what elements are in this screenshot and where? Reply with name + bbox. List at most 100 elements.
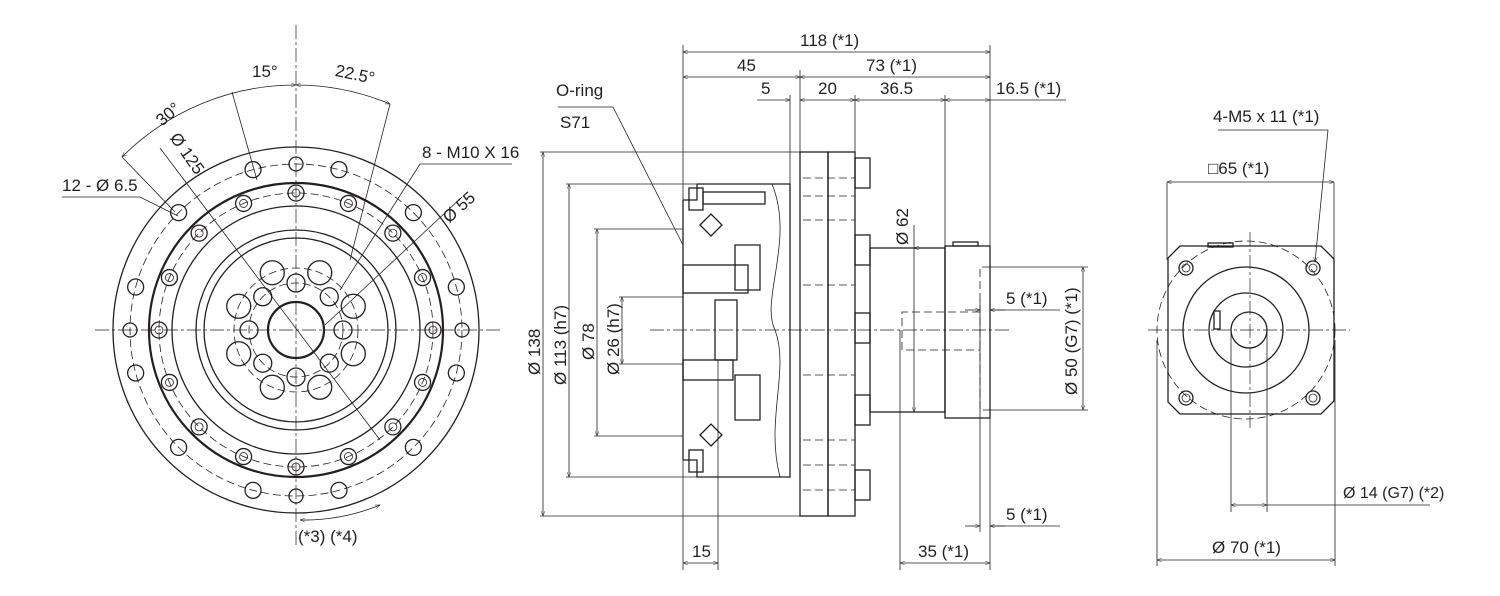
angle-15-label: 15° xyxy=(252,62,278,81)
pcd-55-hole xyxy=(239,320,259,340)
bore-14-label: Ø 14 (G7) (*2) xyxy=(1343,485,1444,502)
mounting-hole xyxy=(447,278,465,296)
length-35-label: 35 (*1) xyxy=(918,542,969,561)
mounting-hole xyxy=(447,364,465,382)
note-arc xyxy=(299,504,381,523)
oring-size-label: S71 xyxy=(560,113,590,132)
output-hole xyxy=(307,374,333,400)
length-45-label: 45 xyxy=(737,56,756,75)
depth-5-bottom-label: 5 (*1) xyxy=(1006,505,1048,524)
front-holes xyxy=(122,156,470,504)
tapped-hole xyxy=(234,447,253,466)
length-20-label: 20 xyxy=(818,79,837,98)
output-hole xyxy=(226,293,252,319)
tapped-hole xyxy=(194,422,204,432)
tapped-hole xyxy=(384,224,402,242)
screws-label: 4-M5 x 11 (*1) xyxy=(1213,107,1319,126)
inner-ring-1 xyxy=(171,205,421,455)
output-hole xyxy=(340,293,366,319)
holes-12-label: 12 - Ø 6.5 xyxy=(62,176,138,195)
tapped-hole-circle xyxy=(158,192,434,468)
angle-22-5-label: 22.5° xyxy=(334,61,377,88)
tapped-hole xyxy=(287,184,305,202)
tapped-hole xyxy=(339,447,358,466)
oring-label: O-ring xyxy=(556,81,603,100)
front-view: 15° 22.5° 30° Ø 125 12 - Ø 6.5 8 - M10 X… xyxy=(62,25,519,546)
angle-ref-line-22 xyxy=(349,103,391,261)
tapped-hole xyxy=(239,452,248,461)
length-73-label: 73 (*1) xyxy=(866,56,917,75)
pcd-55-hole xyxy=(333,320,353,340)
pcd-55-leader xyxy=(324,196,463,326)
tapped-hole xyxy=(413,373,432,392)
clamp-slot xyxy=(1213,310,1221,330)
motor-adapter xyxy=(901,241,991,419)
tapped-hole xyxy=(384,418,402,436)
output-hole xyxy=(307,260,333,286)
tapped-hole xyxy=(165,273,174,282)
output-hole xyxy=(226,341,252,367)
motor-flange-view: 4-M5 x 11 (*1) □65 (*1) Ø 14 (G7) (*2) Ø… xyxy=(1148,107,1444,566)
pcd-55-hole xyxy=(286,367,306,387)
holes-12-leader xyxy=(62,196,179,217)
overall-length-label: 118 (*1) xyxy=(800,31,859,50)
dia-138-label: Ø 138 xyxy=(525,329,544,375)
angle-30-label: 30° xyxy=(152,99,184,130)
motor-screw-hole xyxy=(1305,260,1321,276)
tapped-hole xyxy=(413,268,432,287)
pcd-55-label: Ø 55 xyxy=(439,188,479,227)
screws-leader xyxy=(1313,129,1329,263)
tapped-hole xyxy=(424,321,442,339)
pcd-55-hole xyxy=(319,287,339,307)
mounting-hole xyxy=(454,322,470,338)
tapped-hole xyxy=(239,199,248,208)
tapped-hole xyxy=(154,325,164,335)
flange-key xyxy=(1207,242,1234,248)
tapped-hole xyxy=(418,378,427,387)
pcd-55-hole xyxy=(286,273,306,293)
inner-hole-circle xyxy=(233,267,359,393)
pilot-circle xyxy=(1182,266,1310,394)
motor-screw-hole xyxy=(1305,390,1321,406)
motor-screw-hole xyxy=(1181,393,1191,403)
mounting-hole xyxy=(404,438,423,457)
pcd-55-circle xyxy=(248,282,344,378)
tapped-hole xyxy=(150,321,168,339)
tapped-hole xyxy=(344,452,353,461)
length-5-label: 5 xyxy=(761,79,770,98)
tapped-hole xyxy=(234,194,253,213)
pcd-70-circle xyxy=(1156,240,1336,420)
break-line xyxy=(770,183,781,478)
motor-holes xyxy=(1178,260,1321,406)
mounting-hole xyxy=(127,364,145,382)
inner-ring-3 xyxy=(203,237,389,423)
tapped-hole xyxy=(388,422,398,432)
tapped-hole xyxy=(418,273,427,282)
mounting-hole xyxy=(122,322,138,338)
dia-62-label: Ø 62 xyxy=(893,208,912,245)
thick-ring xyxy=(147,181,445,479)
motor-screw-hole xyxy=(1308,393,1318,403)
dia-70-label: Ø 70 (*1) xyxy=(1212,538,1281,557)
tapped-hole xyxy=(344,199,353,208)
output-hole xyxy=(259,374,285,400)
tapped-holes-label: 8 - M10 X 16 xyxy=(422,143,519,162)
tapped-hole xyxy=(194,228,204,238)
pcd-55-hole xyxy=(253,353,273,373)
tapped-hole xyxy=(291,462,301,472)
output-hole xyxy=(340,341,366,367)
tapped-hole xyxy=(388,228,398,238)
tapped-hole xyxy=(160,268,179,287)
mounting-hole xyxy=(404,203,423,222)
inner-ring-2 xyxy=(195,229,397,431)
mounting-hole xyxy=(330,161,348,179)
output-hole xyxy=(259,260,285,286)
tapped-hole xyxy=(190,418,208,436)
notes-label: (*3) (*4) xyxy=(298,527,358,546)
tapped-hole xyxy=(339,194,358,213)
motor-screw-hole xyxy=(1178,260,1194,276)
mounting-hole xyxy=(244,481,262,499)
side-section-view: 118 (*1) 45 73 (*1) 5 20 36.5 16.5 (*1) … xyxy=(525,31,1088,570)
mounting-hole xyxy=(244,161,262,179)
